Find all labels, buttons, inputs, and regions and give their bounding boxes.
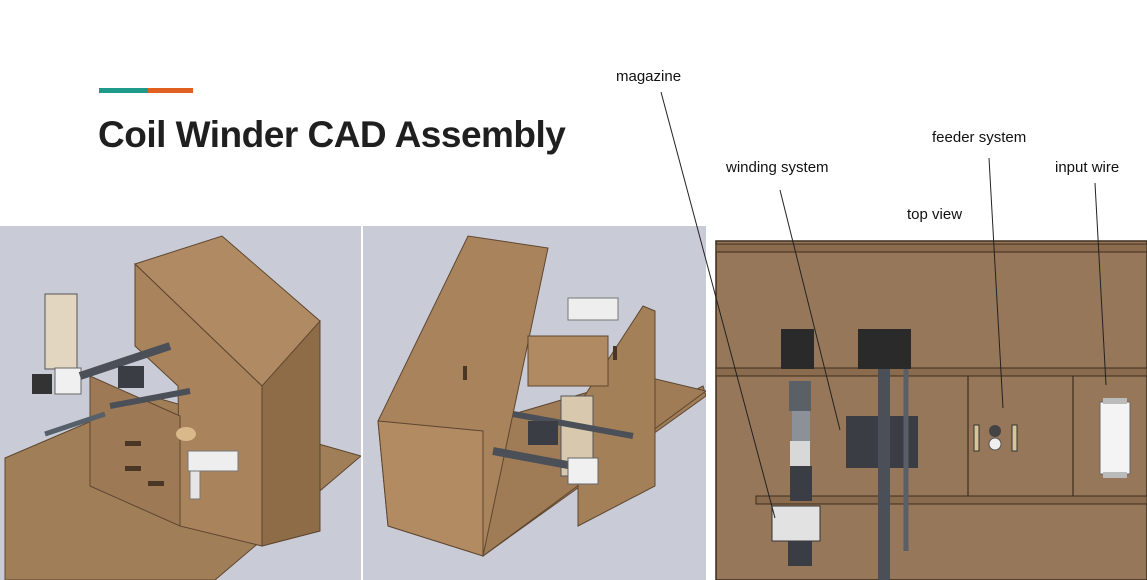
mid-wall <box>89 375 181 527</box>
spindle <box>790 466 812 501</box>
shelf <box>527 335 609 387</box>
nut <box>176 427 196 441</box>
mid-rail <box>715 367 1147 377</box>
spindle <box>788 541 812 566</box>
feeder-post <box>189 470 201 500</box>
feeder-slot <box>1011 424 1018 452</box>
feeder-roller <box>988 437 1002 451</box>
chuck <box>528 421 558 445</box>
white-block <box>54 367 82 395</box>
feeder-slot <box>973 424 980 452</box>
input-wire-label: input wire <box>1055 159 1120 176</box>
slot <box>125 466 141 471</box>
slide-title: Coil Winder CAD Assembly <box>98 114 566 155</box>
feeder-system-label: feeder system <box>932 129 1027 146</box>
magazine-label: magazine <box>616 68 682 85</box>
slot <box>463 366 467 380</box>
magazine-tower <box>44 293 78 370</box>
shaft <box>512 411 634 439</box>
chuck <box>118 366 144 388</box>
back-rail <box>715 243 1147 253</box>
spindle <box>792 411 810 441</box>
cad-view-isometric-right <box>363 226 706 580</box>
spindle <box>790 441 810 466</box>
winding-system-label: winding system <box>726 159 829 176</box>
motor-block <box>32 374 52 394</box>
accent-bar-orange <box>148 88 193 93</box>
magazine-clip <box>771 505 821 542</box>
feeder-white <box>567 297 619 321</box>
wire-spool <box>1099 401 1131 475</box>
rod <box>44 411 106 437</box>
cad-view-top <box>706 226 1147 580</box>
shaft <box>109 388 191 409</box>
left-box-side <box>377 420 484 557</box>
feeder-roller <box>989 425 1001 437</box>
shaft <box>78 342 172 380</box>
slot <box>125 441 141 446</box>
slot <box>613 346 617 360</box>
spool-cap <box>1103 472 1127 478</box>
shaft <box>492 447 574 470</box>
lead-screw <box>878 369 890 580</box>
stepper-motor <box>858 329 911 369</box>
white-block <box>567 457 599 485</box>
feeder-white <box>187 450 239 472</box>
spool-cap <box>1103 398 1127 404</box>
cad-view-isometric-left <box>0 226 361 580</box>
slot <box>148 481 164 486</box>
spindle <box>789 381 811 411</box>
top-view-caption: top view <box>907 206 963 223</box>
front-rail <box>755 495 1147 505</box>
stepper-motor <box>781 329 814 369</box>
accent-bar-teal <box>99 88 148 93</box>
